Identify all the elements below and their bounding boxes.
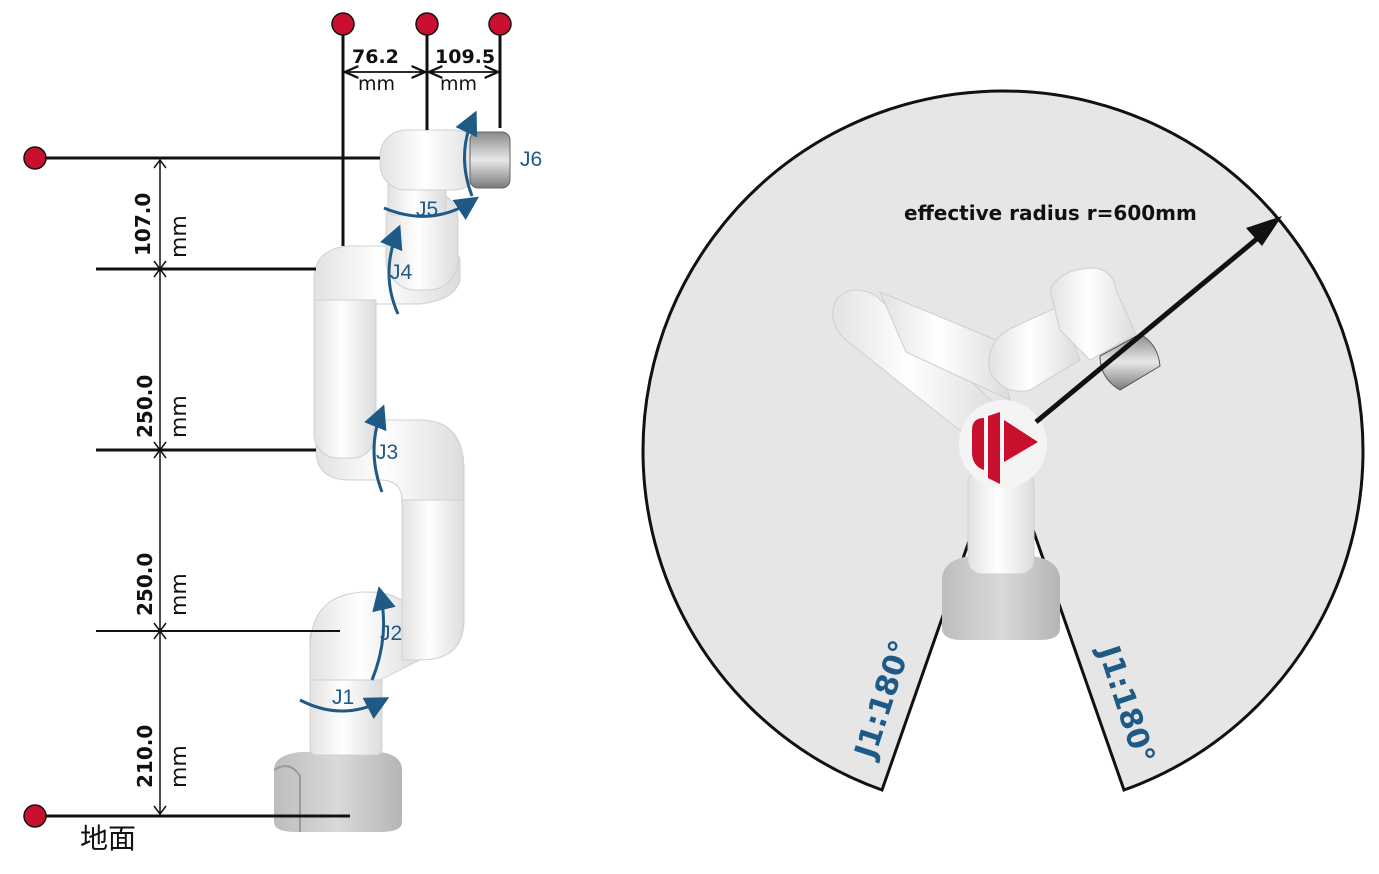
joint-label-j6: J6 [520,148,542,171]
radius-arrowhead [1246,216,1282,246]
dim-top-2-unit: mm [440,73,477,95]
top-dimension-lines [341,25,502,246]
joint-label-j2: J2 [380,622,402,645]
joint-label-j5: J5 [416,198,438,221]
marker-ground [23,804,47,828]
brand-logo-icon [972,412,1038,484]
dim-top-2-value: 109.5 [435,46,495,68]
dim-v1-unit: mm [167,215,192,258]
dim-v1-value: 107.0 [131,193,155,256]
dim-v2-unit: mm [167,395,192,438]
dim-v3-value: 250.0 [133,553,157,616]
workspace-top-view: effective radius r=600mm J1:180° J1:180° [641,89,1365,792]
ground-label: 地面 [80,822,136,855]
side-view: 76.2 mm 109.5 mm 107.0 mm 250.0 [23,12,542,855]
j6-flange [469,131,511,189]
dim-top-1-unit: mm [358,73,395,95]
dim-v3-unit: mm [167,573,192,616]
joint-label-j3: J3 [376,441,398,464]
top-view-base [942,469,1060,640]
joint-label-j4: J4 [390,261,413,284]
robot-arm-top [832,267,1137,441]
joint-arrows [299,110,479,719]
dim-v4-unit: mm [167,745,192,788]
effective-radius-label: effective radius r=600mm [904,201,1197,225]
dim-top-1-value: 76.2 [352,46,399,68]
marker-top-left [23,146,47,170]
dim-v4-value: 210.0 [133,725,157,788]
height-reference-lines [34,156,380,818]
photo-backdrop [246,118,520,850]
top-markers [331,12,512,36]
dim-v2-value: 250.0 [133,375,157,438]
radius-line [1034,226,1272,424]
robot-base [273,752,402,832]
joint-label-j1: J1 [332,686,354,709]
vertical-dimension-line [153,158,167,816]
